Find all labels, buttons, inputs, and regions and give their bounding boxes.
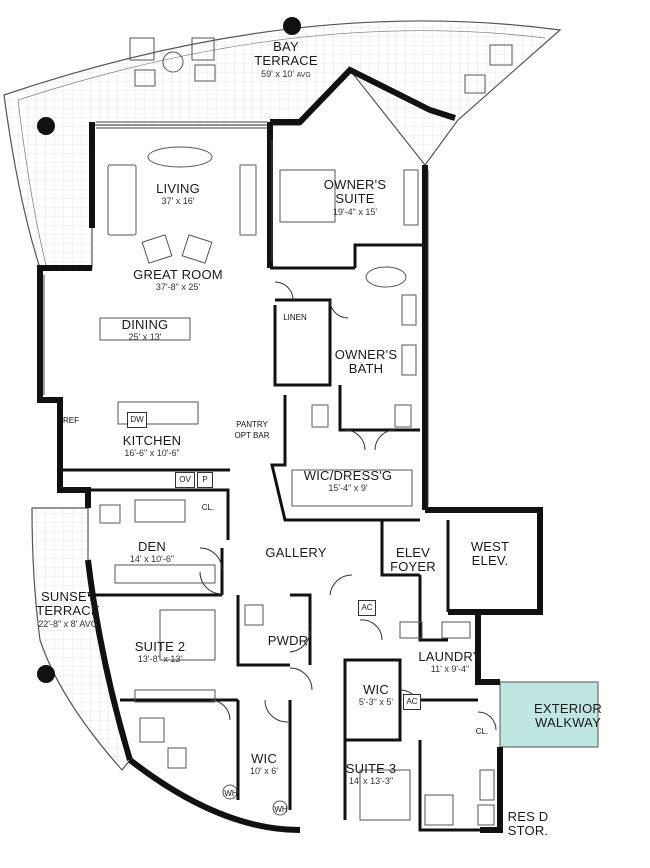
ac-1-tag: AC [358,600,376,616]
room-bay-terrace: BAY TERRACE 59' x 10' AVG [254,39,318,79]
res-d-stor-name-1: RES D [507,809,549,824]
pantry-tag: PANTRY [236,420,268,429]
wic-2-name: WIC [251,751,277,766]
bay-terrace-name-2: TERRACE [254,53,318,69]
elev-foyer-name-2: FOYER [390,559,436,575]
room-sunset-terrace: SUNSET TERRACE 22'-8" x 8' AVG [36,589,100,629]
room-wic-dressg: WIC/DRESS'G 15'-4" x 9' [303,468,393,494]
room-owners-suite: OWNER'S SUITE 19'-4" x 15' [323,177,387,217]
gallery-name: GALLERY [265,545,327,560]
room-exterior-walkway: EXTERIOR WALKWAY [533,701,603,731]
bay-terrace-name-1: BAY [273,39,299,54]
room-great-room: GREAT ROOM 37'-8" x 25' [133,267,223,293]
room-pwdr: PWDR [267,633,309,648]
dining-name: DINING [121,317,169,332]
laundry-dims: 11' x 9'-4" [430,664,470,675]
ref-tag: REF [63,416,79,425]
ov-tag: OV [175,472,195,488]
owners-suite-dims: 19'-4" x 15' [332,206,378,217]
exterior-walkway-name-1: EXTERIOR [533,701,603,716]
suite-3-name: SUITE 3 [345,761,397,776]
pwdr-name: PWDR [267,633,309,648]
room-west-elev: WEST ELEV. [470,539,510,569]
west-elev-name-1: WEST [470,539,510,554]
living-dims: 37' x 16' [161,196,195,207]
room-gallery: GALLERY [265,545,327,560]
room-kitchen: KITCHEN 16'-6" x 10'-6" [122,433,182,459]
room-suite-3: SUITE 3 14' x 13'-3" [345,761,397,787]
room-owners-bath: OWNER'S BATH [334,347,398,377]
room-living: LIVING 37' x 16' [156,181,200,207]
suite-3-dims: 14' x 13'-3" [348,776,394,787]
dining-dims: 25' x 13' [128,332,162,343]
exterior-walkway-name-2: WALKWAY [535,715,601,731]
wic-3-name: WIC [363,682,389,697]
wic-3-dims: 5'-3" x 5' [358,697,394,708]
wic-dressg-name: WIC/DRESS'G [303,468,393,483]
cl-den-tag: CL. [201,503,215,512]
wh-2-tag: WH [274,805,288,814]
bay-terrace-area [3,20,562,269]
wic-dressg-dims: 15'-4" x 9' [328,483,368,494]
room-wic-3: WIC 5'-3" x 5' [358,682,394,708]
exterior-walkway-area [499,681,599,748]
room-wic-2: WIC 10' x 6' [250,751,278,777]
sunset-terrace-name-2: TERRACE [36,603,100,619]
great-room-dims: 37'-8" x 25' [155,282,201,293]
linen-tag: LINEN [283,313,307,322]
room-res-d-stor: RES D STOR. [507,809,549,839]
res-d-stor-name-2: STOR. [507,823,549,839]
room-dining: DINING 25' x 13' [121,317,169,343]
den-name: DEN [137,539,167,554]
kitchen-name: KITCHEN [122,433,182,448]
cl-laundry-tag: CL. [475,727,489,736]
owners-suite-name-2: SUITE [335,191,375,207]
dw-tag: DW [127,412,147,428]
room-den: DEN 14' x 10'-6" [129,539,175,565]
living-name: LIVING [156,181,200,196]
p-tag: P [197,472,213,488]
elev-foyer-name-1: ELEV [395,545,431,560]
sunset-terrace-name-1: SUNSET [41,589,95,604]
wh-1-tag: WH [224,789,238,798]
sunset-terrace-area [31,507,131,771]
opt-bar-tag: OPT BAR [234,431,270,440]
owners-bath-name-2: BATH [348,361,384,377]
west-elev-name-2: ELEV. [471,553,509,569]
wic-2-dims: 10' x 6' [250,766,278,777]
owners-bath-name-1: OWNER'S [334,347,398,362]
great-room-name: GREAT ROOM [133,267,223,282]
room-suite-2: SUITE 2 13'-8" x 13' [134,639,186,665]
room-laundry: LAUNDRY 11' x 9'-4" [418,649,482,675]
kitchen-dims: 16'-6" x 10'-6" [124,448,180,459]
laundry-name: LAUNDRY [418,649,482,664]
owners-suite-name-1: OWNER'S [323,177,387,192]
room-elev-foyer: ELEV FOYER [390,545,436,575]
suite-2-dims: 13'-8" x 13' [137,654,183,665]
bay-terrace-dims-note: AVG [296,71,311,79]
ac-2-tag: AC [403,694,421,710]
den-dims: 14' x 10'-6" [129,554,175,565]
sunset-terrace-dims: 22'-8" x 8' AVG [38,618,98,629]
suite-2-name: SUITE 2 [134,639,186,654]
bay-terrace-dims: 59' x 10' [261,68,295,79]
